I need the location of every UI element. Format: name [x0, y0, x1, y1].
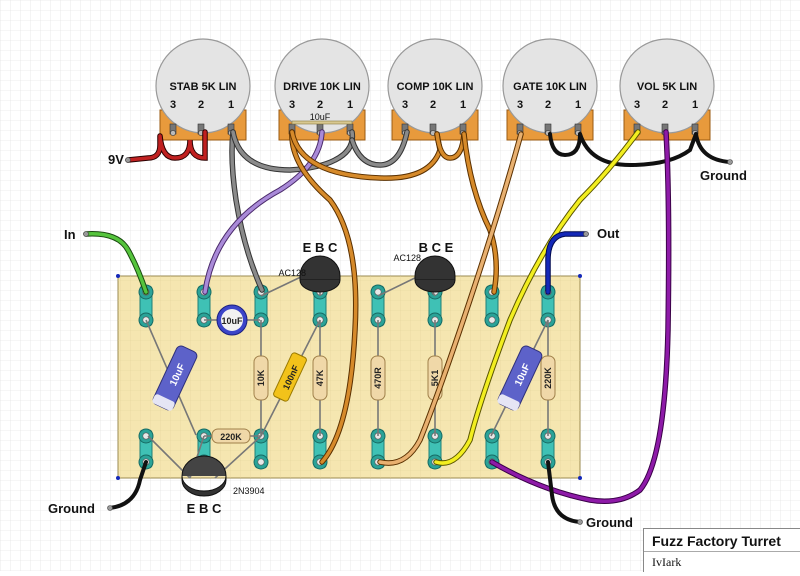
pot-pin-number: 1: [228, 99, 234, 111]
resistor-label: 220K: [220, 432, 242, 442]
wire-orange-drive: [290, 130, 358, 464]
capacitor-10uf-left: 10uF: [152, 345, 198, 411]
capacitor-label: 10uF: [221, 316, 243, 326]
transistor-pins: B C E: [419, 240, 454, 255]
pot-pin-number: 3: [402, 99, 408, 111]
pot-vol: VOL 5K LIN 3 2 1: [619, 38, 715, 141]
transistor-pins: E B C: [303, 240, 338, 255]
pot-stab: STAB 5K LIN 3 2 1: [155, 38, 251, 141]
pot-pin-number: 2: [662, 99, 668, 111]
transistor-pins: E B C: [187, 501, 222, 516]
label-out: Out: [597, 226, 620, 241]
wire-gray-1: [230, 130, 264, 292]
pot-pin-number: 2: [430, 99, 436, 111]
resistor-label: 5K1: [430, 370, 440, 387]
pot-gate: GATE 10K LIN 3 2 1: [502, 38, 598, 141]
turret-post: [253, 428, 269, 470]
wire-gray-3: [350, 130, 409, 167]
wire-orange-comp-loop: [435, 132, 466, 160]
wire-blue-out: [546, 232, 588, 294]
pot-comp: COMP 10K LIN 3 2 1: [387, 38, 483, 141]
pot-pin-number: 1: [460, 99, 466, 111]
pot-capacitor-label: 10uF: [310, 112, 331, 122]
resistor-label: 10K: [256, 369, 266, 386]
resistor-label: 47K: [315, 369, 325, 386]
pot-label: STAB 5K LIN: [169, 81, 236, 93]
pot-pin-number: 3: [289, 99, 295, 111]
capacitor-10uf-small: 10uF: [216, 304, 248, 336]
pot-label: DRIVE 10K LIN: [283, 81, 361, 93]
pot-pin-number: 1: [347, 99, 353, 111]
resistor-220k-vertical: 220K: [540, 355, 556, 401]
resistor-220k-horizontal: 220K: [211, 428, 251, 444]
wire-9v: [126, 130, 207, 162]
resistor-label: 470R: [373, 367, 383, 389]
transistor-model: AC128: [393, 253, 421, 263]
wire-orange-comp-board: [462, 132, 498, 294]
turret-post: [370, 284, 386, 328]
pot-drive: DRIVE 10K LIN 3 2 1: [274, 38, 370, 141]
pot-pin-number: 1: [575, 99, 581, 111]
transistor-model: AC128: [278, 268, 306, 278]
transistor-model: 2N3904: [233, 486, 265, 496]
wire-orange-gate: [378, 132, 523, 465]
label-ground-top: Ground: [700, 168, 747, 183]
wire-purple: [490, 130, 671, 503]
capacitor-10uf-right: 10uF: [497, 345, 543, 411]
title-block: Fuzz Factory Turret IvIark: [643, 528, 800, 572]
transistor-q3: 2N3904 E B C: [181, 455, 265, 516]
pot-pin-number: 2: [317, 99, 323, 111]
pot-capacitor: 10uF: [291, 112, 353, 125]
wire-black-gate-vol: [548, 132, 732, 168]
resistor-470r: 470R: [370, 355, 386, 401]
label-ground-left: Ground: [48, 501, 95, 516]
label-in: In: [64, 227, 76, 242]
wire-lavender: [203, 130, 324, 294]
pot-pin-number: 3: [634, 99, 640, 111]
pot-pin-number: 3: [170, 99, 176, 111]
wire-end-dots: [83, 157, 733, 525]
pot-label: COMP 10K LIN: [397, 81, 474, 93]
author-row: IvIark: [644, 551, 800, 570]
pot-pin-number: 3: [517, 99, 523, 111]
author-name: IvIark: [652, 555, 682, 569]
pot-pin-number: 2: [198, 99, 204, 111]
pot-label: VOL 5K LIN: [637, 81, 697, 93]
resistor-label: 220K: [543, 367, 553, 389]
wire-ground-left: [108, 460, 148, 510]
diagram-title: Fuzz Factory Turret: [652, 533, 781, 549]
wires: [83, 129, 732, 524]
transistor-q1: AC128 E B C: [278, 240, 341, 293]
pot-pin-number: 1: [692, 99, 698, 111]
resistor-47k: 47K: [312, 355, 328, 401]
wire-yellow: [434, 130, 640, 465]
turret-post: [138, 428, 154, 470]
pot-label: GATE 10K LIN: [513, 81, 587, 93]
transistor-q2: AC128 B C E: [393, 240, 456, 293]
turret-posts: [138, 284, 556, 470]
pot-pin-number: 2: [545, 99, 551, 111]
label-ground-bottom: Ground: [586, 515, 633, 530]
wire-orange-drive-comp: [290, 130, 442, 180]
resistor-10k: 10K: [253, 355, 269, 401]
label-9v: 9V: [108, 152, 124, 167]
wire-green-in: [84, 232, 148, 294]
wire-ground-bottom: [546, 460, 582, 524]
